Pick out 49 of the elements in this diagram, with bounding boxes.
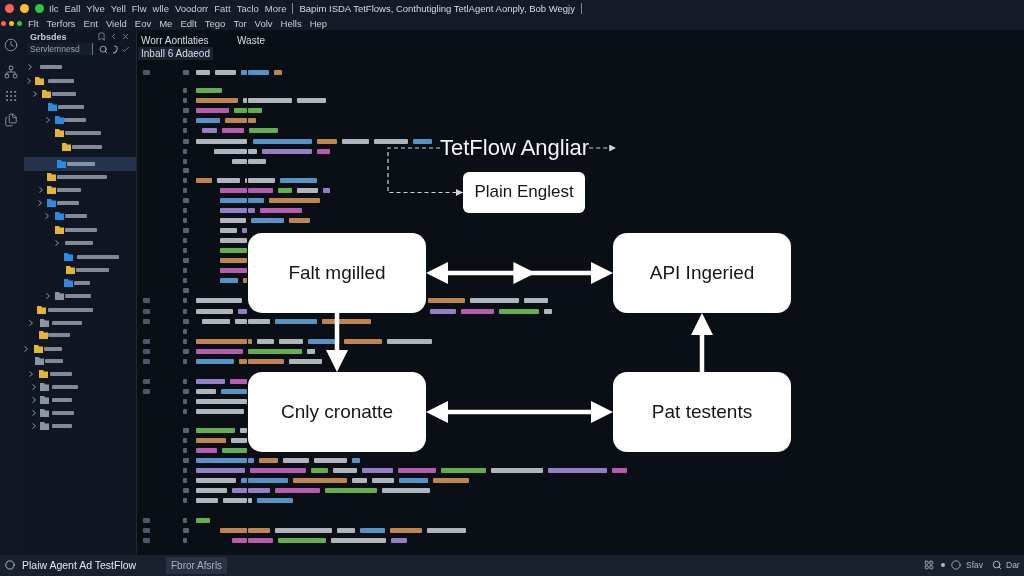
menu-item: Eall	[64, 2, 81, 15]
menu-item: Taclo	[236, 2, 259, 15]
menu-item: wlle	[152, 2, 169, 15]
node-label: Cnly cronatte	[281, 400, 393, 424]
dashed-arrow	[387, 147, 464, 196]
dashed-arrow	[588, 144, 617, 152]
arrow	[326, 313, 348, 372]
menu-item: Hep	[309, 17, 328, 30]
node-label: Plain Englest	[474, 182, 574, 203]
panel-title: Grbsdes	[30, 32, 67, 43]
menu-item: More	[264, 2, 287, 15]
menu-item: Vield	[105, 17, 127, 30]
menu-item: Terfors	[46, 17, 76, 30]
arrow	[691, 313, 713, 372]
node-label: API Ingeried	[649, 261, 755, 285]
menu-item: Tor	[233, 17, 247, 30]
menu-item: Voodorr	[174, 2, 209, 15]
menu-item: Fatt	[214, 2, 231, 15]
menu-item: Ilc	[49, 2, 59, 15]
menu-item: Flt	[28, 17, 39, 30]
menu-item: Edlt	[180, 17, 197, 30]
node-label: Pat testents	[651, 400, 753, 424]
menu-item: Ylve	[86, 2, 105, 15]
tab-title: Worr Aontlaties	[140, 34, 210, 47]
status-item: Fbror Afsrls	[166, 557, 228, 574]
tab-title: Waste	[236, 34, 266, 47]
menu-item: Hells	[280, 17, 302, 30]
tab: Inball 6 Adaeod	[138, 47, 213, 60]
status-text: Plaiw Agent Ad TestFlow	[22, 559, 137, 572]
menu-item: Volv	[254, 17, 273, 30]
status-text: Sfav	[966, 560, 983, 571]
menu-item: Eov	[134, 17, 152, 30]
window-title: Bapim ISDA TetFlows, Conthutigling TetlAgent Aonply, Bob Wegjy	[299, 2, 575, 15]
node-label: Falt mgilled	[288, 261, 386, 285]
process-box	[613, 372, 791, 452]
double-arrow	[426, 401, 613, 423]
menu-item: Yell	[110, 2, 126, 15]
menu-item: Ent	[83, 17, 98, 30]
search-field: Servlemnesd	[27, 43, 93, 55]
menu-item: Tego	[204, 17, 226, 30]
process-box	[248, 372, 426, 452]
process-box	[463, 172, 585, 213]
menu-item: Flw	[131, 2, 147, 15]
menu-item: Me	[159, 17, 173, 30]
diagram-title: TetFlow Angliar	[440, 134, 590, 162]
process-box	[613, 233, 791, 313]
double-arrow	[427, 262, 612, 284]
status-text: Dar	[1006, 560, 1020, 571]
process-box	[248, 233, 426, 313]
